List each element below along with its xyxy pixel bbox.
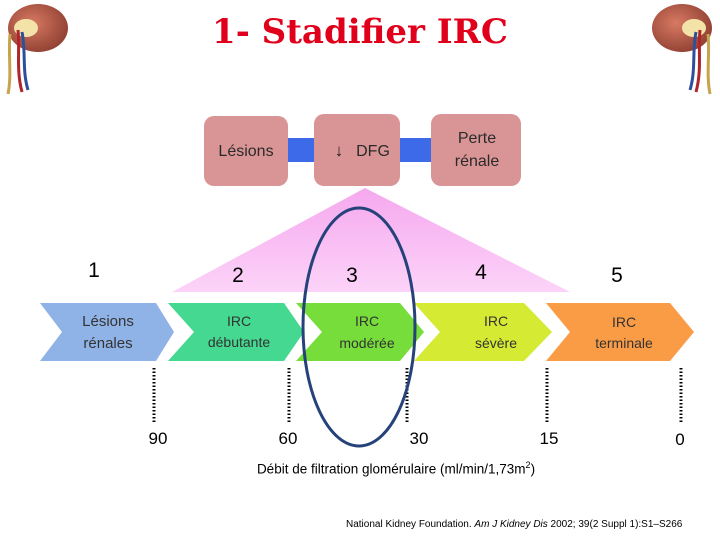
stage-5-chevron bbox=[546, 303, 694, 361]
reference-citation: National Kidney Foundation. Am J Kidney … bbox=[346, 519, 682, 530]
stage-1-chevron bbox=[40, 303, 174, 361]
down-arrow-icon: ↓ bbox=[335, 141, 344, 160]
stage-4-label-line1: IRC bbox=[484, 313, 508, 329]
kidney-icon-right bbox=[652, 4, 712, 94]
lesions-label: Lésions bbox=[218, 143, 273, 160]
gfr-tick-0: 0 bbox=[675, 430, 684, 449]
axis-label-text: Débit de filtration glomérulaire (ml/min… bbox=[257, 462, 526, 477]
stage-4-chevron bbox=[414, 303, 552, 361]
stage-number-4: 4 bbox=[475, 261, 487, 284]
gfr-tick-30: 30 bbox=[410, 429, 429, 448]
stage-number-1: 1 bbox=[88, 259, 100, 282]
stage-number-3: 3 bbox=[346, 264, 358, 287]
dfg-label: DFG bbox=[356, 143, 390, 160]
stage-number-2: 2 bbox=[232, 264, 244, 287]
gfr-tick-90: 90 bbox=[149, 429, 168, 448]
stage-3-label-line2: modérée bbox=[339, 335, 394, 351]
stage-1-label-line2: rénales bbox=[83, 335, 132, 352]
renale-label: rénale bbox=[455, 153, 500, 170]
stage-2-label-line2: débutante bbox=[208, 334, 270, 350]
stage-1-label-line1: Lésions bbox=[82, 313, 134, 330]
stage-4-label-line2: sévère bbox=[475, 335, 517, 351]
perte-renale-box bbox=[431, 114, 521, 186]
gfr-tick-15: 15 bbox=[540, 429, 559, 448]
reference-journal: Am J Kidney Dis bbox=[474, 519, 547, 530]
stage-3-chevron bbox=[296, 303, 424, 361]
reference-prefix: National Kidney Foundation. bbox=[346, 519, 474, 530]
stage-5-label-line2: terminale bbox=[595, 335, 653, 351]
reference-suffix: 2002; 39(2 Suppl 1):S1–S266 bbox=[548, 519, 683, 530]
stage-3-label-line1: IRC bbox=[355, 313, 379, 329]
stage-2-chevron bbox=[168, 303, 304, 361]
kidney-icon-left bbox=[8, 4, 68, 94]
stage-2-label-line1: IRC bbox=[227, 313, 251, 329]
axis-label-end: ) bbox=[531, 462, 536, 477]
gfr-axis-label: Débit de filtration glomérulaire (ml/min… bbox=[0, 460, 720, 477]
gfr-tick-60: 60 bbox=[279, 429, 298, 448]
stage-5-label-line1: IRC bbox=[612, 314, 636, 330]
stage-number-5: 5 bbox=[611, 264, 623, 287]
perte-label: Perte bbox=[458, 130, 496, 147]
